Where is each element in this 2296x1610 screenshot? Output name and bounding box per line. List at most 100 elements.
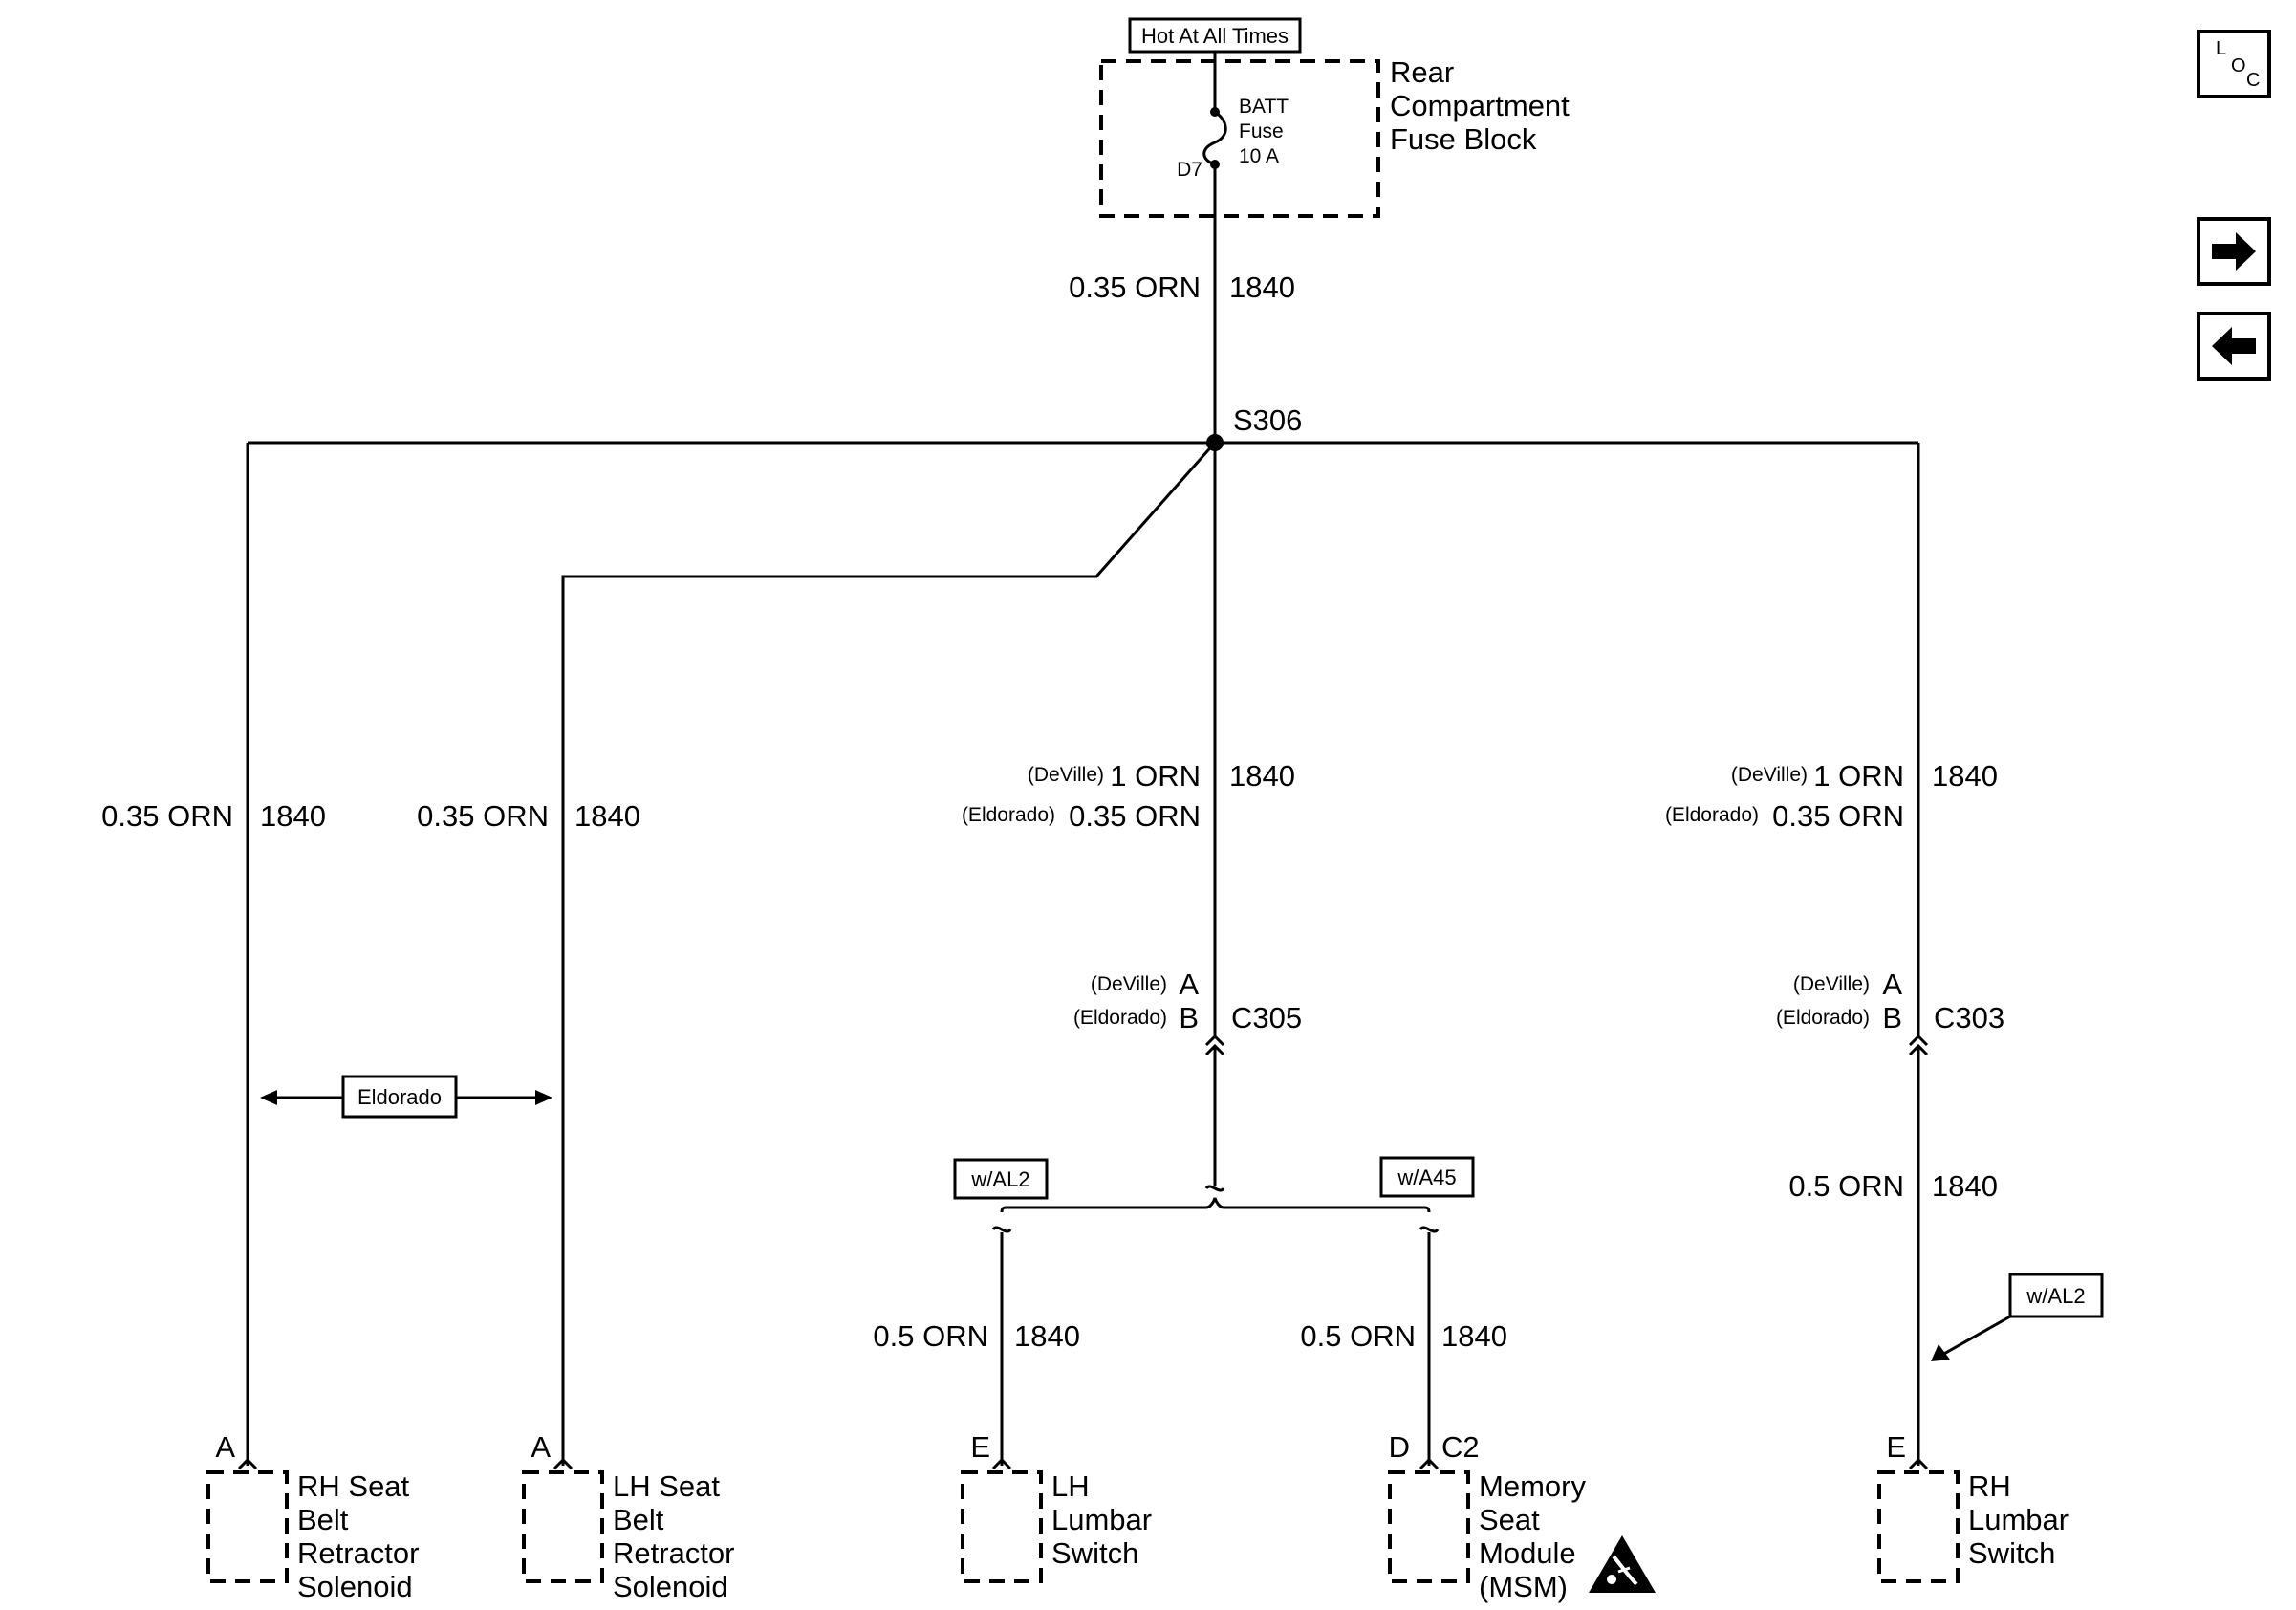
svg-text:Belt: Belt	[613, 1503, 664, 1536]
c303-connector-label: (DeVille) A (Eldorado) B C303	[1776, 968, 2004, 1034]
previous-page-button[interactable]	[2197, 312, 2271, 381]
rh-belt-wire-size: 0.35 ORN	[101, 799, 233, 833]
fuse-symbol	[1202, 61, 1227, 216]
fuse-label: BATT Fuse 10 A	[1239, 96, 1289, 167]
svg-text:1840: 1840	[1932, 759, 1998, 793]
lh-belt-component-outline	[522, 1470, 604, 1583]
fuse-block-label: Rear Compartment Fuse Block	[1390, 55, 1570, 156]
svg-text:C303: C303	[1934, 1001, 2004, 1034]
lh-belt-pin: A	[531, 1430, 551, 1464]
eldorado-option-indicator: Eldorado	[260, 1075, 552, 1119]
svg-text:Compartment: Compartment	[1390, 89, 1570, 122]
svg-text:0.35 ORN: 0.35 ORN	[1772, 799, 1904, 833]
lh-belt-wire-circuit: 1840	[574, 799, 640, 833]
rh-lumbar-option-tag: w/AL2	[1931, 1273, 2104, 1361]
esd-warning-icon	[1589, 1535, 1656, 1593]
svg-text:Fuse Block: Fuse Block	[1390, 122, 1537, 156]
svg-text:A: A	[1179, 968, 1199, 1001]
svg-text:Memory: Memory	[1479, 1469, 1586, 1503]
svg-text:Fuse: Fuse	[1239, 120, 1284, 142]
svg-text:(MSM): (MSM)	[1479, 1570, 1568, 1603]
rh-lumbar-component-outline	[1877, 1470, 1960, 1583]
lh-belt-wire-size: 0.35 ORN	[417, 799, 549, 833]
lh-lumbar-pin: E	[970, 1430, 990, 1464]
svg-text:Seat: Seat	[1479, 1503, 1540, 1536]
svg-text:(DeVille): (DeVille)	[1091, 973, 1167, 995]
svg-text:Lumbar: Lumbar	[1051, 1503, 1152, 1536]
next-page-button[interactable]	[2197, 217, 2271, 286]
svg-text:RH Seat: RH Seat	[297, 1469, 410, 1503]
svg-text:w/AL2: w/AL2	[2025, 1284, 2085, 1308]
svg-text:0.35 ORN: 0.35 ORN	[1069, 799, 1201, 833]
main-wire-size: 0.35 ORN	[1069, 271, 1201, 304]
svg-text:Retractor: Retractor	[297, 1536, 419, 1570]
lh-belt-component-label: LH Seat Belt Retractor Solenoid	[613, 1469, 734, 1603]
rh-belt-component-label: RH Seat Belt Retractor Solenoid	[297, 1469, 419, 1603]
msm-option-break	[1419, 1226, 1440, 1233]
svg-text:RH: RH	[1968, 1469, 2011, 1503]
svg-text:(DeVille): (DeVille)	[1028, 764, 1104, 786]
splice-label: S306	[1233, 403, 1302, 437]
loc-button[interactable]: L O C	[2197, 30, 2271, 98]
hot-at-all-times-label: Hot At All Times	[1141, 24, 1289, 48]
loc-icon: L O C	[2216, 38, 2260, 91]
svg-text:C305: C305	[1231, 1001, 1302, 1034]
svg-text:BATT: BATT	[1239, 96, 1289, 118]
option-a45-tag: w/A45	[1379, 1156, 1475, 1198]
msm-pin: D	[1389, 1430, 1410, 1464]
lh-belt-terminal	[552, 1457, 574, 1470]
svg-text:Solenoid: Solenoid	[613, 1570, 728, 1603]
arrow-right-icon	[2212, 232, 2256, 271]
rh-belt-component-outline	[206, 1470, 289, 1583]
fuse-terminal-label: D7	[1177, 159, 1202, 181]
arrow-left-icon	[2212, 327, 2256, 365]
center-wire-label: (DeVille) 1 ORN 1840 (Eldorado) 0.35 ORN	[962, 759, 1295, 833]
svg-text:Lumbar: Lumbar	[1968, 1503, 2069, 1536]
lh-lumbar-option-break	[991, 1226, 1012, 1233]
svg-text:LH Seat: LH Seat	[613, 1469, 720, 1503]
msm-component-label: Memory Seat Module (MSM)	[1479, 1469, 1586, 1603]
svg-text:10 A: 10 A	[1239, 145, 1279, 167]
svg-text:(Eldorado): (Eldorado)	[1073, 1007, 1167, 1029]
svg-text:Switch: Switch	[1968, 1536, 2055, 1570]
svg-text:1 ORN: 1 ORN	[1110, 759, 1201, 793]
option-al2-tag: w/AL2	[953, 1158, 1049, 1200]
lh-lumbar-wire-circuit: 1840	[1014, 1319, 1080, 1353]
svg-text:Module: Module	[1479, 1536, 1576, 1570]
rh-lumbar-terminal	[1908, 1457, 1929, 1470]
msm-terminal	[1419, 1457, 1440, 1470]
rh-belt-wire-circuit: 1840	[260, 799, 326, 833]
rh-lumbar-wire-size: 0.5 ORN	[1788, 1169, 1904, 1203]
lh-lumbar-component-outline	[961, 1470, 1043, 1583]
msm-wire-circuit: 1840	[1441, 1319, 1507, 1353]
svg-text:w/AL2: w/AL2	[970, 1167, 1029, 1191]
svg-text:1 ORN: 1 ORN	[1813, 759, 1904, 793]
svg-text:Belt: Belt	[297, 1503, 349, 1536]
svg-text:L: L	[2216, 38, 2226, 59]
rh-lumbar-component-label: RH Lumbar Switch	[1968, 1469, 2069, 1570]
arrow-left-icon	[260, 1090, 277, 1105]
svg-text:Solenoid: Solenoid	[297, 1570, 413, 1603]
center-option-break	[1204, 1185, 1225, 1192]
msm-component-outline	[1388, 1470, 1470, 1583]
lh-lumbar-wire-size: 0.5 ORN	[873, 1319, 988, 1353]
svg-text:(Eldorado): (Eldorado)	[962, 804, 1055, 826]
svg-text:C: C	[2246, 70, 2260, 91]
eldorado-option-label: Eldorado	[357, 1085, 442, 1109]
lh-lumbar-terminal	[991, 1457, 1012, 1470]
rh-branch-wire-label: (DeVille) 1 ORN 1840 (Eldorado) 0.35 ORN	[1665, 759, 1998, 833]
rh-lumbar-pin: E	[1886, 1430, 1906, 1464]
msm-wire-size: 0.5 ORN	[1300, 1319, 1416, 1353]
lh-lumbar-component-label: LH Lumbar Switch	[1051, 1469, 1152, 1570]
svg-text:B: B	[1179, 1001, 1199, 1034]
option-split-bus	[1000, 1197, 1431, 1213]
fuse-block-outline	[1099, 59, 1380, 218]
rh-lumbar-wire-circuit: 1840	[1932, 1169, 1998, 1203]
svg-text:(Eldorado): (Eldorado)	[1665, 804, 1759, 826]
svg-text:(DeVille): (DeVille)	[1731, 764, 1808, 786]
main-wire-circuit: 1840	[1229, 271, 1295, 304]
svg-text:B: B	[1882, 1001, 1902, 1034]
svg-text:Rear: Rear	[1390, 55, 1454, 89]
msm-connector: C2	[1441, 1430, 1480, 1464]
